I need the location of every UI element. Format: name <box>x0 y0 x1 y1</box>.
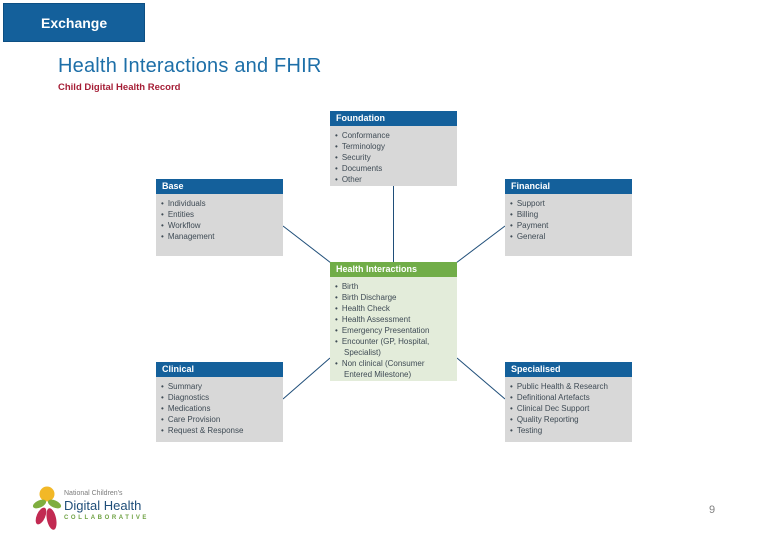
child-figure-icon <box>32 486 62 530</box>
bullet-item: Security <box>335 152 454 163</box>
page-subtitle: Child Digital Health Record <box>58 82 181 93</box>
connector-base-to-health-interactions <box>282 225 332 264</box>
bullet-item: Individuals <box>161 198 280 209</box>
logo-org-line3: COLLABORATIVE <box>64 515 150 521</box>
box-specialised: Specialised Public Health & Research Def… <box>505 362 632 442</box>
bullet-item: Summary <box>161 381 280 392</box>
bullet-item: Birth <box>335 281 454 292</box>
box-financial: Financial Support Billing Payment Genera… <box>505 179 632 256</box>
logo-org-line1: National Children's <box>64 490 123 497</box>
connector-financial-to-health-interactions <box>455 225 506 264</box>
bullet-item: Other <box>335 174 454 185</box>
bullet-item: Care Provision <box>161 414 280 425</box>
box-specialised-header: Specialised <box>505 362 632 377</box>
box-clinical-header: Clinical <box>156 362 283 377</box>
box-base-body: Individuals Entities Workflow Management <box>156 194 283 256</box>
box-specialised-body: Public Health & Research Definitional Ar… <box>505 377 632 442</box>
bullet-item: Clinical Dec Support <box>510 403 629 414</box>
bullet-item: Public Health & Research <box>510 381 629 392</box>
box-financial-header: Financial <box>505 179 632 194</box>
page-number: 9 <box>708 504 716 516</box>
box-financial-body: Support Billing Payment General <box>505 194 632 256</box>
bullet-item: Terminology <box>335 141 454 152</box>
page-title: Health Interactions and FHIR <box>58 55 322 77</box>
bullet-item: Support <box>510 198 629 209</box>
bullet-item: Payment <box>510 220 629 231</box>
connector-health-interactions-to-clinical <box>282 357 331 400</box>
bullet-item: Definitional Artefacts <box>510 392 629 403</box>
box-clinical: Clinical Summary Diagnostics Medications… <box>156 362 283 442</box>
bullet-item: Management <box>161 231 280 242</box>
box-health-interactions-body: Birth Birth Discharge Health Check Healt… <box>330 277 457 381</box>
box-clinical-body: Summary Diagnostics Medications Care Pro… <box>156 377 283 442</box>
box-base: Base Individuals Entities Workflow Manag… <box>156 179 283 256</box>
bullet-item: Diagnostics <box>161 392 280 403</box>
connector-health-interactions-to-specialised <box>456 357 506 400</box>
bullet-item: Documents <box>335 163 454 174</box>
box-health-interactions-header: Health Interactions <box>330 262 457 277</box>
box-base-header: Base <box>156 179 283 194</box>
bullet-item: Birth Discharge <box>335 292 454 303</box>
box-foundation-header: Foundation <box>330 111 457 126</box>
bullet-item: Conformance <box>335 130 454 141</box>
bullet-item: Health Assessment <box>335 314 454 325</box>
bullet-item: Billing <box>510 209 629 220</box>
exchange-tab: Exchange <box>3 3 145 42</box>
bullet-item: Medications <box>161 403 280 414</box>
bullet-item: Non clinical (Consumer Entered Milestone… <box>335 358 454 380</box>
bullet-item: Health Check <box>335 303 454 314</box>
bullet-item: Entities <box>161 209 280 220</box>
logo-text: National Children's Digital Health COLLA… <box>64 490 149 521</box>
logo-org-line2: Digital Health <box>64 498 142 513</box>
bullet-item: Request & Response <box>161 425 280 436</box>
box-foundation-body: Conformance Terminology Security Documen… <box>330 126 457 186</box>
box-foundation: Foundation Conformance Terminology Secur… <box>330 111 457 186</box>
bullet-item: Testing <box>510 425 629 436</box>
bullet-item: Emergency Presentation <box>335 325 454 336</box>
bullet-item: General <box>510 231 629 242</box>
box-health-interactions: Health Interactions Birth Birth Discharg… <box>330 262 457 381</box>
bullet-item: Quality Reporting <box>510 414 629 425</box>
bullet-item: Encounter (GP, Hospital, Specialist) <box>335 336 454 358</box>
organisation-logo: National Children's Digital Health COLLA… <box>30 485 230 535</box>
bullet-item: Workflow <box>161 220 280 231</box>
